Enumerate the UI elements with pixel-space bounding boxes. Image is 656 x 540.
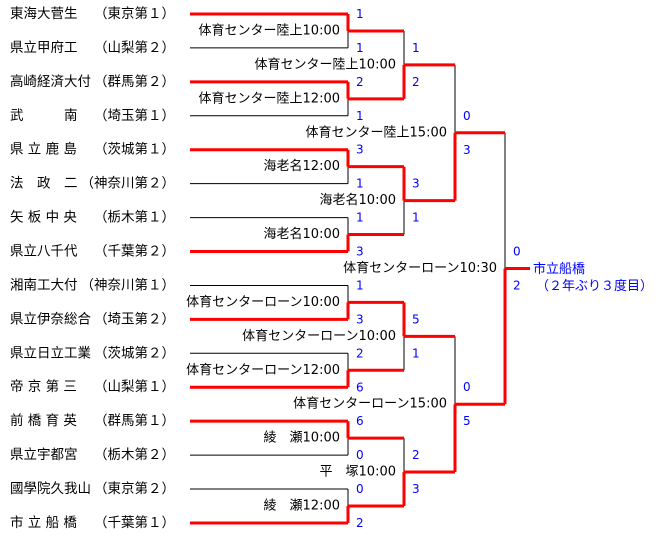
bracket-labels: 東海大菅生 （東京第１） 県立甲府工 （山梨第２）高崎経済大付（群馬第２） 武 南 （埼玉… — [10, 5, 521, 531]
score-top: 1 — [356, 278, 364, 292]
team-prefecture: （群馬第２） — [94, 73, 175, 90]
team-name: 高崎経済大付 — [10, 73, 91, 90]
score-bottom: 1 — [356, 109, 364, 123]
team-name: 県立日立工業 — [10, 345, 91, 361]
score-bottom: 3 — [356, 245, 364, 259]
team-prefecture: （群馬第１） — [94, 412, 175, 429]
match-venue-time: 体育センターローン10:30 — [343, 260, 497, 276]
team-prefecture: （千葉第１） — [94, 514, 175, 531]
match-venue-time: 体育センター陸上10:00 — [255, 56, 396, 72]
score-bottom: 2 — [356, 516, 364, 530]
team-prefecture: （茨城第１） — [94, 141, 175, 158]
team-prefecture: （埼玉第２） — [94, 310, 175, 327]
match-venue-time: 体育センターローン10:00 — [242, 328, 396, 344]
team-prefecture: （千葉第２） — [94, 243, 175, 260]
score-bottom: 3 — [356, 312, 364, 326]
match-venue-time: 綾 瀬10:00 — [264, 430, 340, 446]
match-venue-time: 海老名12:00 — [264, 158, 340, 174]
team-name: 矢 板 中 央 — [10, 210, 77, 226]
team-prefecture: （神奈川第２） — [81, 175, 176, 192]
score-top: 0 — [356, 482, 364, 496]
team-name: 湘南工大付 — [10, 277, 78, 293]
team-name: 前 橋 育 英 — [10, 412, 77, 429]
team-name: 東海大菅生 — [10, 6, 78, 22]
match-venue-time: 体育センター陸上12:00 — [199, 90, 340, 106]
team-name: 帝 京 第 三 — [10, 378, 77, 395]
score-top: 0 — [463, 380, 471, 394]
team-name: 県立伊奈総合 — [10, 311, 91, 327]
team-prefecture: （茨城第２） — [94, 344, 175, 361]
team-prefecture: （山梨第２） — [94, 39, 175, 56]
team-name: 県 立 鹿 島 — [10, 141, 77, 158]
bracket-lines — [190, 12, 530, 525]
score-top: 1 — [356, 211, 364, 225]
team-name: 県立甲府工 — [10, 40, 78, 56]
team-prefecture: （埼玉第１） — [94, 107, 175, 124]
match-venue-time: 海老名10:00 — [320, 192, 396, 208]
score-top: 5 — [412, 312, 420, 326]
match-venue-time: 体育センターローン10:00 — [186, 294, 340, 310]
match-venue-time: 体育センター陸上10:00 — [199, 22, 340, 38]
score-bottom: 1 — [356, 41, 364, 55]
match-venue-time: 海老名10:00 — [264, 226, 340, 242]
score-bottom: 1 — [412, 211, 420, 225]
score-top: 0 — [463, 109, 471, 123]
team-name: 武 南 — [10, 108, 78, 124]
team-prefecture: （東京第１） — [94, 5, 175, 22]
score-bottom: 2 — [412, 75, 420, 89]
score-bottom: 1 — [356, 177, 364, 191]
score-top: 1 — [356, 7, 364, 21]
team-prefecture: （山梨第１） — [94, 378, 175, 395]
score-top: 3 — [412, 177, 420, 191]
score-bottom: 2 — [513, 278, 521, 292]
team-name: 市 立 船 橋 — [10, 514, 77, 531]
team-name: 法 政 二 — [10, 176, 78, 192]
score-top: 2 — [356, 75, 364, 89]
score-bottom: 6 — [356, 380, 364, 394]
team-prefecture: （栃木第２） — [94, 446, 175, 463]
score-bottom: 3 — [463, 143, 471, 157]
score-top: 2 — [412, 448, 420, 462]
match-venue-time: 綾 瀬12:00 — [264, 497, 340, 513]
score-top: 3 — [356, 143, 364, 157]
score-bottom: 0 — [356, 448, 364, 462]
champion-note: （２年ぶり３度目） — [536, 278, 653, 294]
team-prefecture: （神奈川第１） — [81, 276, 176, 293]
match-venue-time: 平 塚10:00 — [320, 465, 396, 480]
team-name: 県立宇都宮 — [10, 447, 78, 463]
match-venue-time: 体育センターローン12:00 — [186, 362, 340, 378]
team-name: 県立八千代 — [10, 244, 78, 260]
match-venue-time: 体育センター陸上15:00 — [306, 124, 447, 140]
score-bottom: 1 — [412, 346, 420, 360]
score-top: 1 — [412, 41, 420, 55]
team-prefecture: （東京第２） — [94, 480, 175, 497]
score-top: 6 — [356, 414, 364, 428]
team-prefecture: （栃木第１） — [94, 209, 175, 226]
score-top: 2 — [356, 346, 364, 360]
score-bottom: 3 — [412, 482, 420, 496]
score-top: 0 — [513, 244, 521, 258]
champion-name: 市立船橋 — [533, 261, 585, 277]
score-bottom: 5 — [463, 414, 471, 428]
match-venue-time: 体育センターローン15:00 — [293, 396, 447, 412]
team-name: 國學院久我山 — [10, 481, 91, 497]
